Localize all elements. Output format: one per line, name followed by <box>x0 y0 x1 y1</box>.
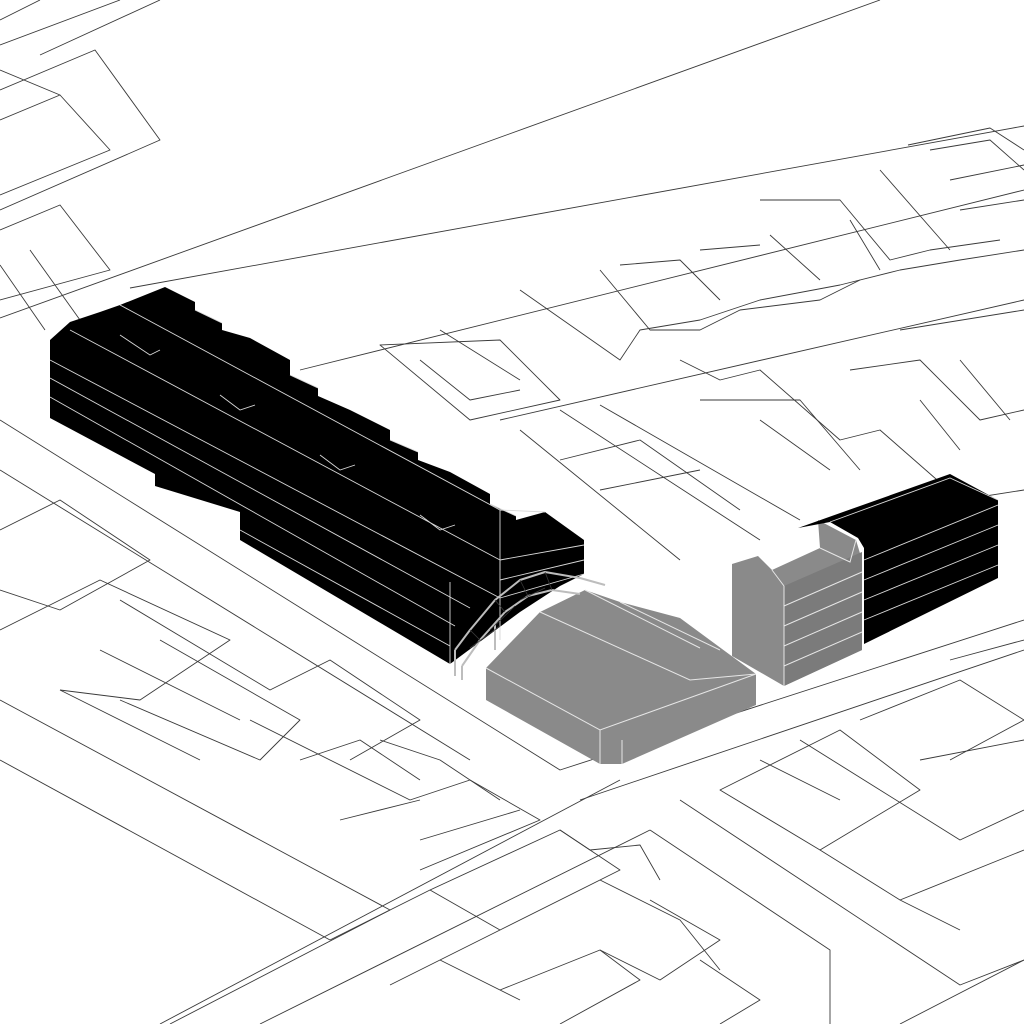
tower-side <box>784 552 862 686</box>
parcel <box>949 639 1024 661</box>
grey-tower <box>732 520 863 686</box>
hall-corner <box>599 730 623 764</box>
steel-arch-frame <box>454 571 606 680</box>
tower-parapet <box>819 539 857 563</box>
road-edge <box>129 125 1024 289</box>
parcel <box>759 739 881 801</box>
parcel <box>859 679 1024 761</box>
parcel <box>379 739 521 841</box>
parcel <box>439 949 641 1024</box>
tower-roof <box>829 477 999 523</box>
parcel <box>0 499 151 611</box>
road-edge <box>0 759 331 941</box>
road-edge <box>299 189 1024 371</box>
parcel <box>599 899 721 981</box>
parcel <box>599 269 861 331</box>
parcel <box>879 739 1024 841</box>
parcel <box>899 959 1024 1024</box>
floor-line <box>49 396 456 627</box>
roof-line <box>194 309 517 517</box>
hall-ridge <box>539 611 757 681</box>
parcel <box>379 339 561 421</box>
parcel <box>59 649 241 761</box>
parcel <box>299 739 421 821</box>
roof-line <box>119 334 456 531</box>
road-edge <box>159 779 621 1024</box>
road-edge <box>579 649 1024 801</box>
tower-floor <box>863 504 999 621</box>
parcel <box>519 404 801 561</box>
parcel <box>519 249 1024 361</box>
road-edge <box>0 419 1024 771</box>
road-edge <box>259 829 651 1024</box>
parcel <box>700 399 861 471</box>
tower-floor <box>783 571 863 667</box>
arch-brace <box>469 571 553 641</box>
parcel <box>849 309 1024 421</box>
arch-diagonal <box>469 587 546 649</box>
parcel <box>760 199 1001 261</box>
grey-hall <box>485 589 757 764</box>
parcel <box>619 244 761 301</box>
road-edge <box>0 699 391 1024</box>
parcel <box>0 69 61 96</box>
floor-line <box>239 529 451 647</box>
parcel <box>0 249 81 331</box>
parcel <box>879 164 1024 251</box>
parcel <box>819 849 1024 931</box>
tower-corner <box>771 569 785 686</box>
block-mass <box>50 287 584 664</box>
parcel <box>719 729 921 851</box>
black-tower <box>798 474 999 644</box>
parcel <box>0 94 111 196</box>
floor-line <box>499 544 585 599</box>
parcel <box>0 579 231 701</box>
parcel <box>907 127 1024 151</box>
road-edge <box>0 0 881 319</box>
parcel <box>919 359 1011 451</box>
parcel <box>699 959 761 1024</box>
parcel <box>0 0 161 211</box>
parcel <box>429 829 621 931</box>
road-edge <box>649 829 831 1024</box>
hall-roof-seam <box>584 589 721 651</box>
parcel <box>249 719 541 871</box>
parcel <box>499 299 1024 421</box>
hall-mass <box>486 590 756 764</box>
parcel <box>559 829 721 971</box>
arch-inner <box>461 589 581 667</box>
parcel <box>419 329 521 401</box>
parcel <box>329 889 501 986</box>
road-edge <box>0 469 471 761</box>
road-edge <box>679 799 1024 986</box>
parcel <box>119 639 301 761</box>
tower-mass <box>798 474 998 644</box>
arch-leg <box>454 625 496 680</box>
floor-line <box>49 377 471 609</box>
parcel <box>119 599 421 761</box>
parcel <box>559 439 741 511</box>
parcel <box>769 139 1024 281</box>
parcel <box>679 359 1024 501</box>
floor-line <box>49 359 501 599</box>
